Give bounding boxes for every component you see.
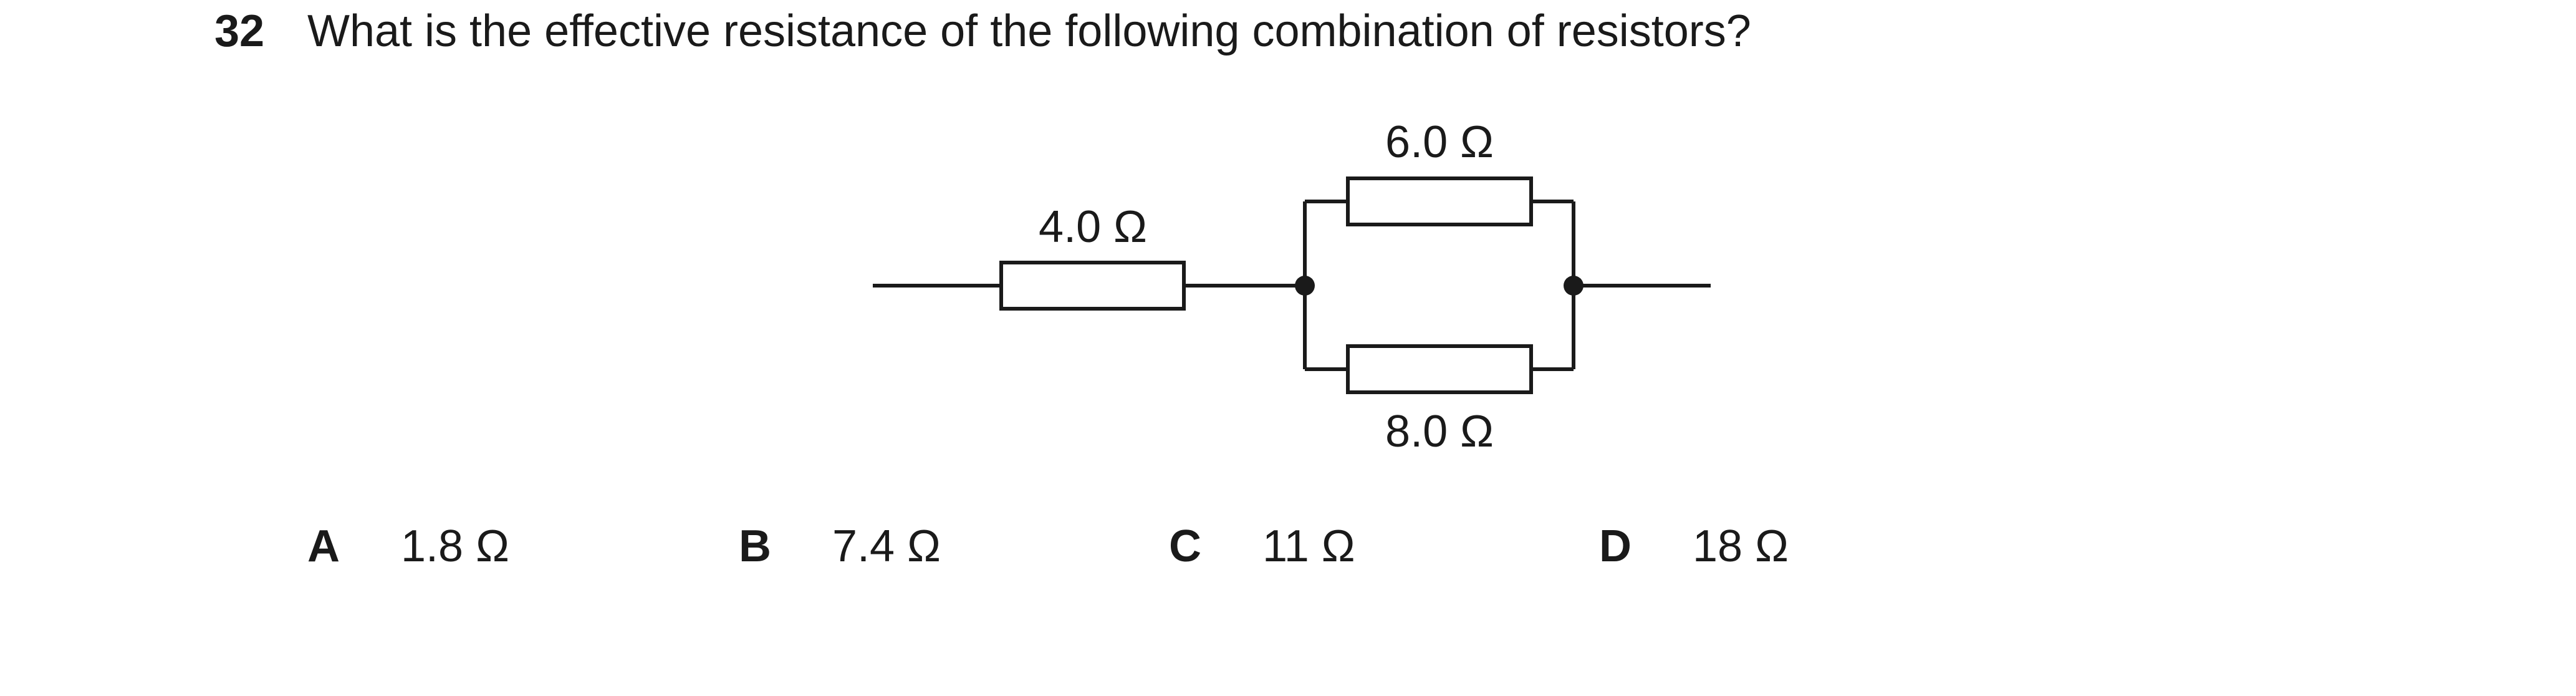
option-a-letter: A	[307, 521, 340, 571]
option-b-value: 7.4 Ω	[832, 521, 941, 571]
resistor-6-ohm-label: 6.0 Ω	[1385, 117, 1494, 167]
left-junction-dot	[1295, 276, 1315, 296]
right-junction-dot	[1564, 276, 1584, 296]
option-d-value: 18 Ω	[1693, 521, 1789, 571]
option-b-letter: B	[739, 521, 771, 571]
option-a-value: 1.8 Ω	[401, 521, 509, 571]
resistor-4-ohm-label: 4.0 Ω	[1039, 202, 1147, 252]
resistor-8-ohm	[1346, 344, 1533, 394]
option-c-value: 11 Ω	[1262, 521, 1355, 571]
resistor-8-ohm-label: 8.0 Ω	[1385, 407, 1494, 457]
option-d-letter: D	[1599, 521, 1632, 571]
option-c-letter: C	[1169, 521, 1201, 571]
question-text: What is the effective resistance of the …	[307, 6, 1751, 56]
resistor-4-ohm	[999, 261, 1186, 311]
resistor-6-ohm	[1346, 176, 1533, 226]
question-number: 32	[214, 6, 265, 56]
